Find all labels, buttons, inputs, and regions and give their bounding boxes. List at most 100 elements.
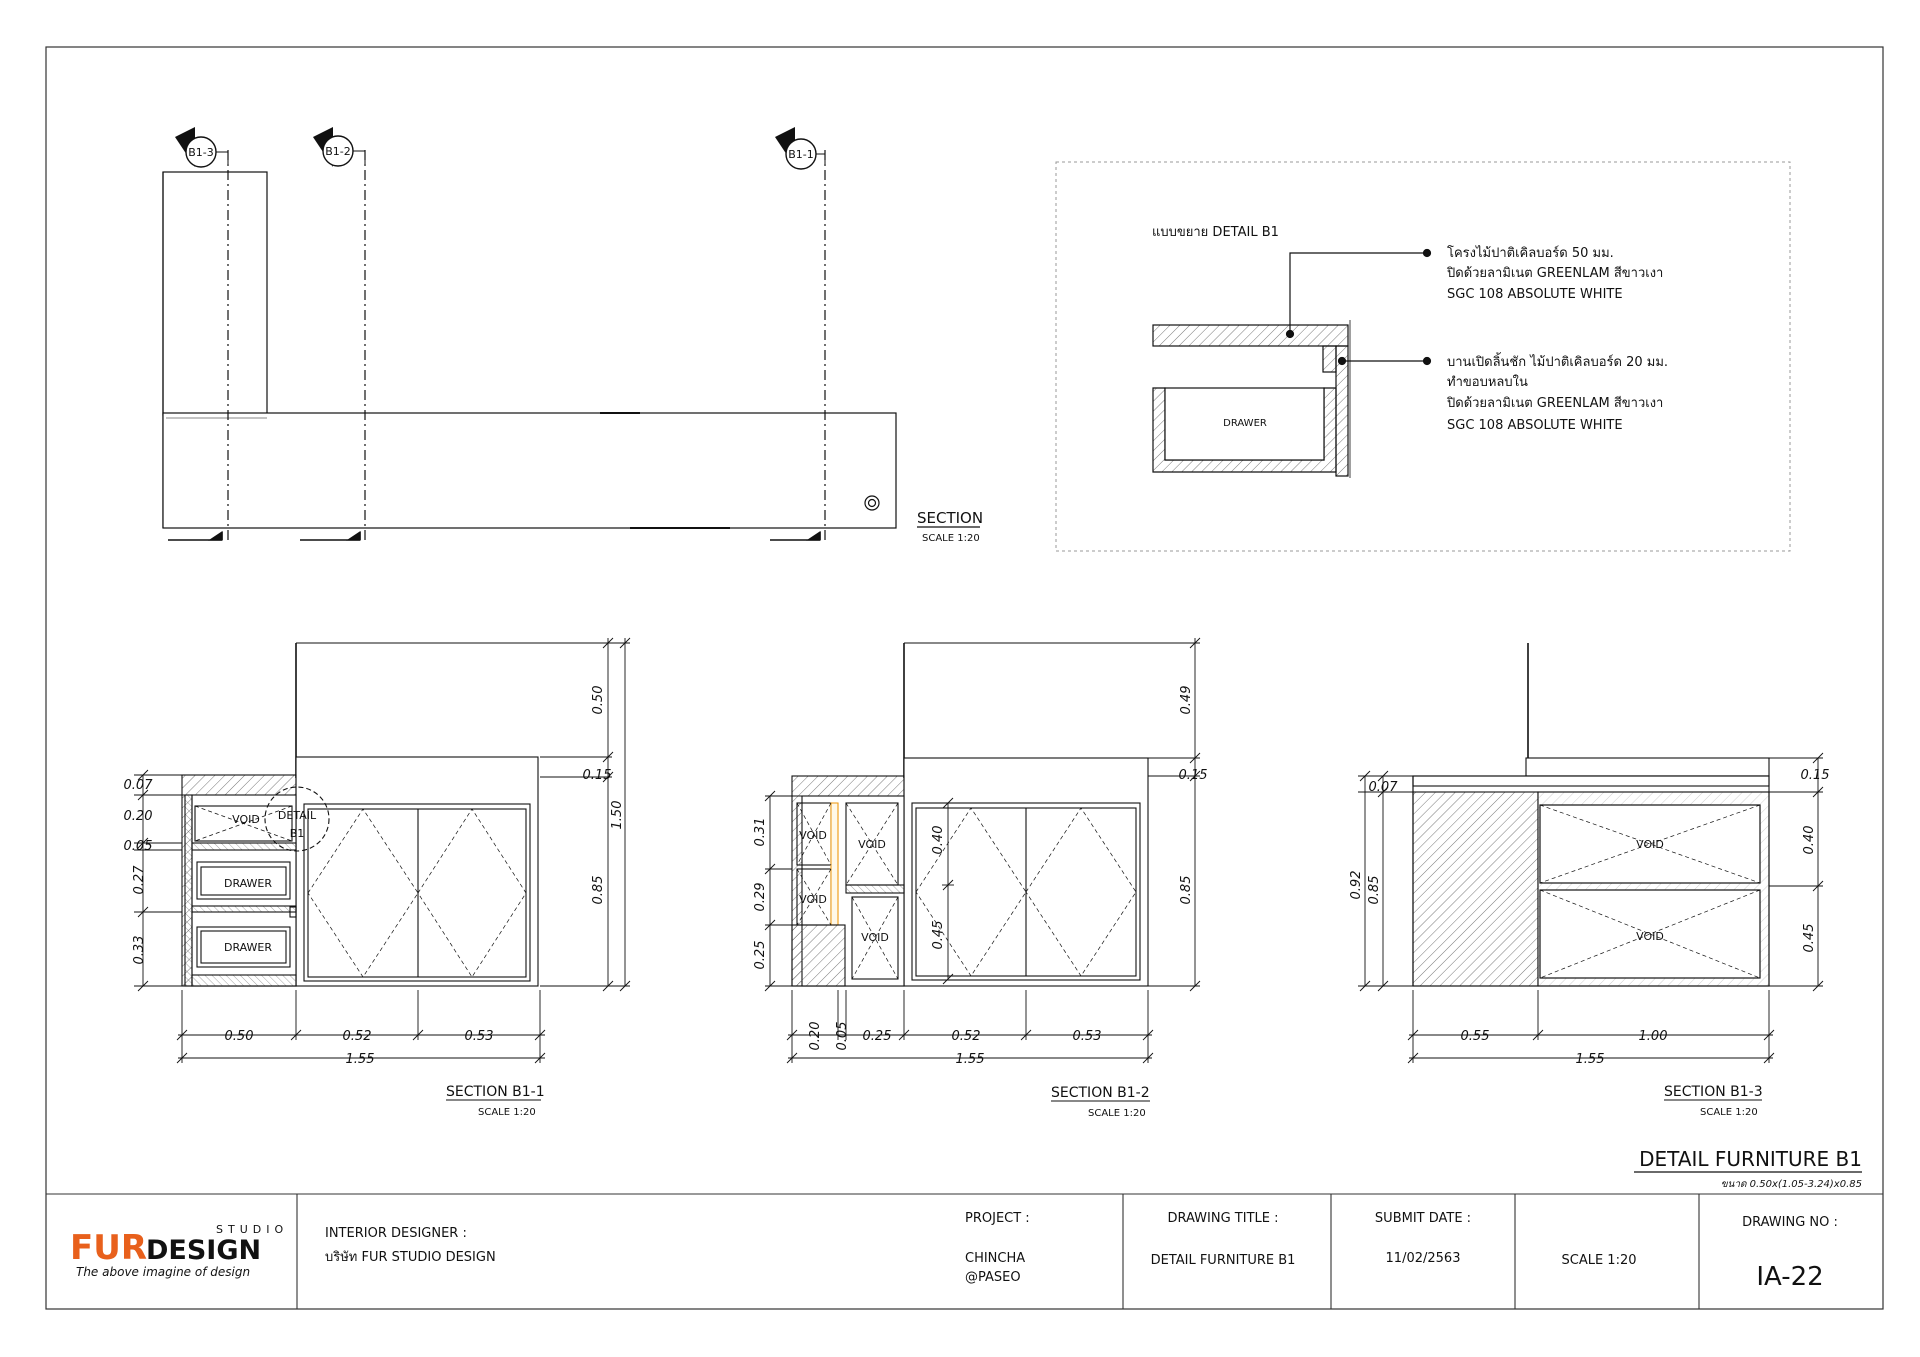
b1-1-dim-r1: 0.15: [583, 768, 612, 783]
b1-1-dim-r2: 0.85: [591, 876, 606, 905]
b1-2-dimensions: [764, 637, 1201, 1064]
logo: STUDIO FUR DESIGN The above imagine of d…: [70, 1223, 288, 1279]
b1-1-dim-r0: 0.50: [591, 686, 606, 715]
b1-3-void-1: VOID: [1636, 838, 1664, 851]
project-place: @PASEO: [965, 1270, 1021, 1285]
b1-2-void-4: VOID: [861, 931, 889, 944]
b1-2-dim-total: 1.55: [956, 1052, 985, 1067]
designer-name: บริษัท FUR STUDIO DESIGN: [325, 1250, 496, 1265]
b1-1-dimensions: [134, 637, 631, 1064]
svg-text:ทำขอบหลบใน: ทำขอบหลบใน: [1447, 374, 1528, 390]
sheet-title: DETAIL FURNITURE B1: [1639, 1147, 1862, 1171]
b1-3-dim-r0: 0.15: [1801, 768, 1830, 783]
svg-text:ปิดด้วยลามิเนต GREENLAM สีขาวเ: ปิดด้วยลามิเนต GREENLAM สีขาวเงา: [1446, 395, 1663, 411]
b1-2-dim-b0: 0.20: [808, 1022, 823, 1051]
submit-label: SUBMIT DATE :: [1375, 1211, 1471, 1226]
b1-2-dim-b2: 0.25: [863, 1029, 892, 1044]
b1-3-scale: SCALE 1:20: [1700, 1107, 1758, 1118]
b1-1-dim-total: 1.55: [346, 1052, 375, 1067]
b1-2-void-3: VOID: [858, 838, 886, 851]
svg-text:ปิดด้วยลามิเนต GREENLAM สีขาวเ: ปิดด้วยลามิเนต GREENLAM สีขาวเงา: [1446, 265, 1663, 281]
b1-1-dim-l3: 0.27: [132, 865, 147, 895]
designer-label: INTERIOR DESIGNER :: [325, 1226, 467, 1241]
plan-scale: SCALE 1:20: [922, 533, 980, 544]
b1-1-title: SECTION B1-1: [446, 1084, 545, 1100]
b1-2-dim-b3: 0.52: [952, 1029, 981, 1044]
logo-tagline: The above imagine of design: [76, 1265, 250, 1279]
titleblock-scale: SCALE 1:20: [1561, 1253, 1636, 1268]
section-marker-b1-2: B1-2: [313, 127, 366, 167]
b1-3-dim-b0: 0.55: [1461, 1029, 1490, 1044]
b1-1-void: VOID: [232, 813, 260, 826]
b1-2-dim-i1: 0.45: [931, 921, 946, 950]
b1-2-dim-r2: 0.85: [1179, 876, 1194, 905]
b1-2-scale: SCALE 1:20: [1088, 1108, 1146, 1119]
sheet-border: [45, 46, 1884, 1310]
drawing-title: DETAIL FURNITURE B1: [1151, 1253, 1296, 1268]
svg-text:บานเปิดลิ้นชัก ไม้ปาติเคิลบอร: บานเปิดลิ้นชัก ไม้ปาติเคิลบอร์ด 20 มม.: [1447, 352, 1668, 370]
b1-1-drawer-2: DRAWER: [224, 941, 272, 954]
b1-3-dim-l2: 0.85: [1367, 876, 1382, 905]
drawing-no-label: DRAWING NO :: [1742, 1215, 1838, 1230]
b1-2-dim-b1: 0.05: [835, 1022, 850, 1051]
logo-studio: STUDIO: [216, 1223, 288, 1236]
svg-text:B1-2: B1-2: [325, 145, 351, 158]
project-label: PROJECT :: [965, 1211, 1030, 1226]
b1-1-dim-b1: 0.52: [343, 1029, 372, 1044]
b1-1-scale: SCALE 1:20: [478, 1107, 536, 1118]
b1-1-detail-tag: DETAIL: [278, 809, 317, 822]
b1-1-drawer-1: DRAWER: [224, 877, 272, 890]
b1-3-dim-r1: 0.40: [1802, 826, 1817, 855]
submit-date: 11/02/2563: [1386, 1251, 1461, 1266]
b1-3-void-2: VOID: [1636, 930, 1664, 943]
b1-3-dim-r2: 0.45: [1802, 924, 1817, 953]
logo-fur: FUR: [70, 1228, 147, 1268]
section-b1-2: [791, 643, 1149, 987]
b1-2-dim-l0: 0.31: [753, 818, 768, 847]
b1-1-detail-tag-b1: B1: [290, 827, 305, 840]
detail-frame: [1055, 161, 1791, 552]
svg-text:SGC 108 ABSOLUTE WHITE: SGC 108 ABSOLUTE WHITE: [1447, 287, 1623, 302]
section-marker-b1-3: B1-3: [175, 127, 229, 168]
b1-1-dim-l2: 0.05: [124, 839, 153, 854]
plan-title: SECTION: [917, 509, 983, 527]
b1-2-title: SECTION B1-2: [1051, 1085, 1150, 1101]
b1-2-dim-b4: 0.53: [1073, 1029, 1102, 1044]
b1-2-dim-l2: 0.25: [753, 941, 768, 970]
detail-drawer-label: DRAWER: [1223, 418, 1267, 429]
section-b1-3: [1412, 643, 1770, 987]
detail-title: แบบขยาย DETAIL B1: [1152, 225, 1279, 240]
b1-3-dimensions: [1358, 752, 1824, 1064]
b1-3-dim-l1: 0.92: [1349, 871, 1364, 900]
b1-2-void-1: VOID: [799, 829, 827, 842]
b1-2-void-2: VOID: [799, 893, 827, 906]
b1-2-dim-l1: 0.29: [753, 883, 768, 912]
drawing-title-label: DRAWING TITLE :: [1167, 1211, 1278, 1226]
section-b1-1: [181, 643, 539, 987]
b1-3-dim-b1: 1.00: [1639, 1029, 1668, 1044]
title-block: [46, 1193, 1883, 1309]
b1-1-dim-l4: 0.33: [132, 936, 147, 965]
svg-text:SGC 108 ABSOLUTE WHITE: SGC 108 ABSOLUTE WHITE: [1447, 418, 1623, 433]
plan-view: [162, 150, 897, 541]
detail-note-2: บานเปิดลิ้นชัก ไม้ปาติเคิลบอร์ด 20 มม. ท…: [1446, 352, 1668, 433]
svg-text:โครงไม้ปาติเคิลบอร์ด 50 มม.: โครงไม้ปาติเคิลบอร์ด 50 มม.: [1447, 245, 1614, 261]
sheet-subtitle: ขนาด 0.50x(1.05-3.24)x0.85: [1721, 1179, 1862, 1190]
logo-design: DESIGN: [146, 1235, 261, 1266]
detail-note-1: โครงไม้ปาติเคิลบอร์ด 50 มม. ปิดด้วยลามิเ…: [1446, 245, 1663, 302]
b1-3-title: SECTION B1-3: [1664, 1084, 1763, 1100]
b1-1-dim-b0: 0.50: [225, 1029, 254, 1044]
section-marker-b1-1: B1-1: [775, 127, 826, 170]
b1-3-dim-total: 1.55: [1576, 1052, 1605, 1067]
svg-text:B1-3: B1-3: [188, 146, 214, 159]
svg-text:B1-1: B1-1: [788, 148, 814, 161]
b1-2-dim-r1: 0.15: [1179, 768, 1208, 783]
drawing-no: IA-22: [1756, 1262, 1823, 1292]
b1-1-dim-b2: 0.53: [465, 1029, 494, 1044]
b1-1-dim-l0: 0.07: [124, 778, 154, 793]
project-name: CHINCHA: [965, 1251, 1025, 1266]
detail-drawing: DRAWER: [1152, 248, 1432, 478]
b1-2-dim-r0: 0.49: [1179, 686, 1194, 715]
b1-3-dim-l0: 0.07: [1369, 780, 1399, 795]
